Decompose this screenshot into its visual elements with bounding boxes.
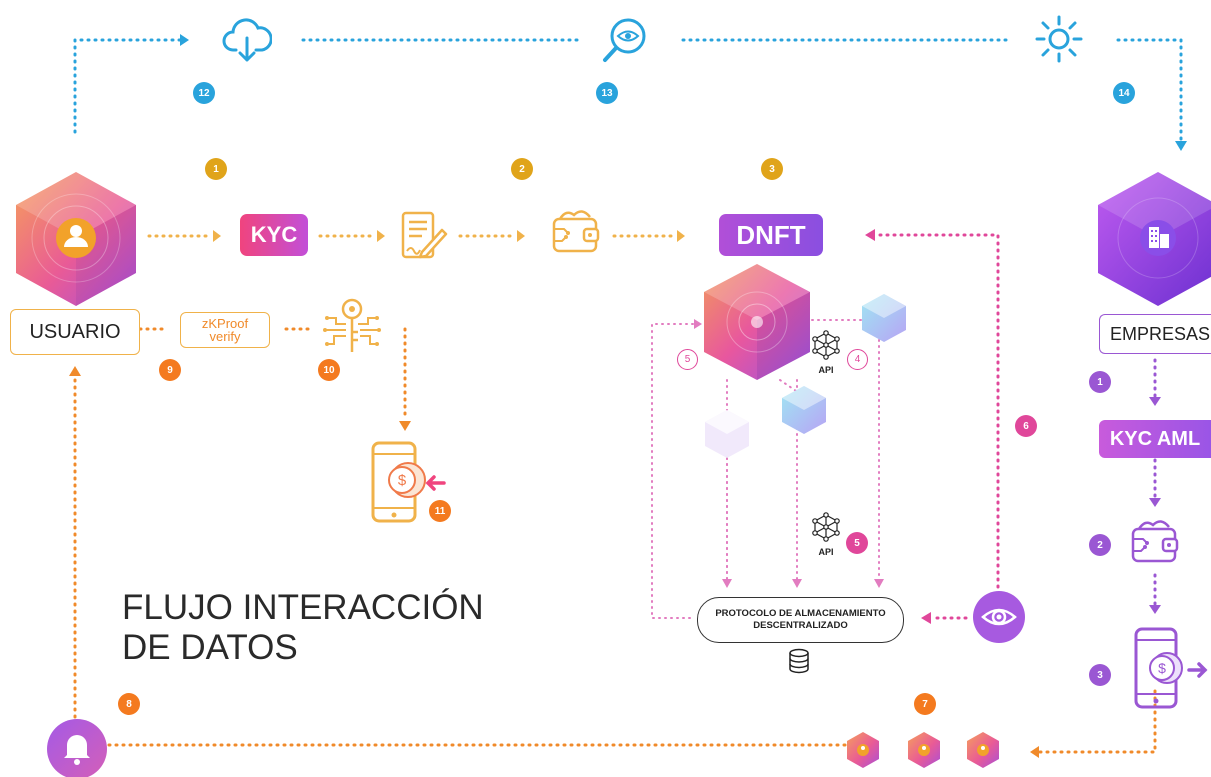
wallet-icon	[1131, 520, 1179, 563]
small-cube-middle	[782, 386, 826, 434]
title-line-2: DE DATOS	[122, 628, 298, 667]
zkproof-line2: verify	[209, 329, 241, 344]
step-badge-7: 7	[914, 693, 936, 715]
empresas-cube-icon	[1098, 172, 1211, 306]
protocolo-box: PROTOCOLO DE ALMACENAMIENTO DESCENTRALIZ…	[697, 597, 904, 643]
step-badge-5: 5	[846, 532, 868, 554]
user-step-badge-1: 1	[205, 158, 227, 180]
small-cube-right	[862, 294, 906, 342]
search-eye-icon	[603, 18, 646, 62]
diagram-title: FLUJO INTERACCIÓN DE DATOS	[122, 588, 484, 668]
user-icon	[64, 225, 88, 247]
usuario-box: USUARIO	[10, 309, 140, 355]
empresas-box: EMPRESAS	[1099, 314, 1211, 354]
cloud-download-icon	[222, 18, 272, 62]
phone-payment-icon: $	[371, 441, 446, 523]
svg-text:$: $	[398, 472, 407, 489]
user-step-badge-2: 2	[511, 158, 533, 180]
eye-icon	[973, 591, 1025, 643]
step-badge-13: 13	[596, 82, 618, 104]
title-line-1: FLUJO INTERACCIÓN	[122, 588, 484, 627]
api-label-2: API	[818, 547, 833, 557]
user-cube-small-3	[967, 732, 999, 768]
phone-payment-icon: $	[1134, 627, 1208, 709]
protocolo-line1: PROTOCOLO DE ALMACENAMIENTO	[715, 608, 886, 619]
document-sign-icon	[401, 211, 448, 259]
user-cube-icon	[16, 172, 136, 306]
company-step-badge-3: 3	[1089, 664, 1111, 686]
kyc-aml-pill: KYC AML	[1099, 420, 1211, 458]
company-step-badge-1: 1	[1089, 371, 1111, 393]
step-badge-9: 9	[159, 359, 181, 381]
step-badge-6: 6	[1015, 415, 1037, 437]
step-badge-4: 4	[847, 349, 868, 370]
user-cube-small-2	[908, 732, 940, 768]
bell-icon	[47, 719, 107, 777]
user-step-badge-3: 3	[761, 158, 783, 180]
wallet-icon	[552, 210, 600, 253]
step-badge-14: 14	[1113, 82, 1135, 104]
user-cube-small-1	[847, 732, 879, 768]
protocolo-line2: DESCENTRALIZADO	[753, 620, 848, 631]
zkproof-verify-box: zKProof verify	[180, 312, 270, 348]
key-circuit-icon	[323, 298, 381, 352]
step-badge-8: 8	[118, 693, 140, 715]
api-label-1: API	[818, 365, 833, 375]
sun-icon	[1035, 15, 1083, 63]
svg-text:$: $	[1158, 660, 1166, 676]
small-cube-left	[705, 410, 749, 458]
zkproof-line1: zKProof	[201, 316, 249, 331]
api-network-icon: API	[812, 512, 840, 557]
api-network-icon: API	[812, 330, 840, 375]
step-badge-12: 12	[193, 82, 215, 104]
dnft-pill: DNFT	[719, 214, 823, 256]
step-badge-11: 11	[429, 500, 451, 522]
dnft-central-cube	[704, 264, 810, 380]
kyc-pill: KYC	[240, 214, 308, 256]
step-badge-5-left: 5	[677, 349, 698, 370]
step-badge-10: 10	[318, 359, 340, 381]
building-icon	[1149, 227, 1169, 248]
company-step-badge-2: 2	[1089, 534, 1111, 556]
database-icon	[789, 648, 809, 674]
